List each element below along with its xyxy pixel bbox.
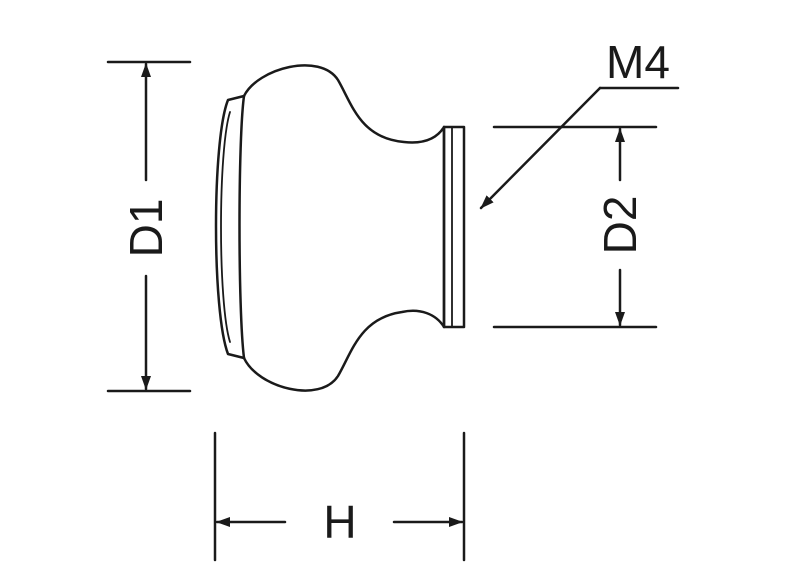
knob-body [242, 64, 446, 392]
label-d2: D2 [594, 196, 646, 255]
knob-face-inner [238, 94, 246, 360]
knob-cap-outer [214, 94, 246, 360]
m4-leader-arrow [479, 86, 602, 210]
label-d1: D1 [120, 199, 172, 258]
thread-leader [479, 86, 680, 210]
dimension-d2 [492, 125, 658, 329]
knob-cap-inner [220, 111, 231, 343]
label-thread-m4: M4 [606, 36, 670, 88]
label-h: H [323, 496, 356, 548]
dimension-h [213, 431, 466, 562]
knob-base-flange [442, 125, 466, 329]
dimension-d1 [106, 60, 192, 393]
knob-outline [214, 64, 466, 392]
